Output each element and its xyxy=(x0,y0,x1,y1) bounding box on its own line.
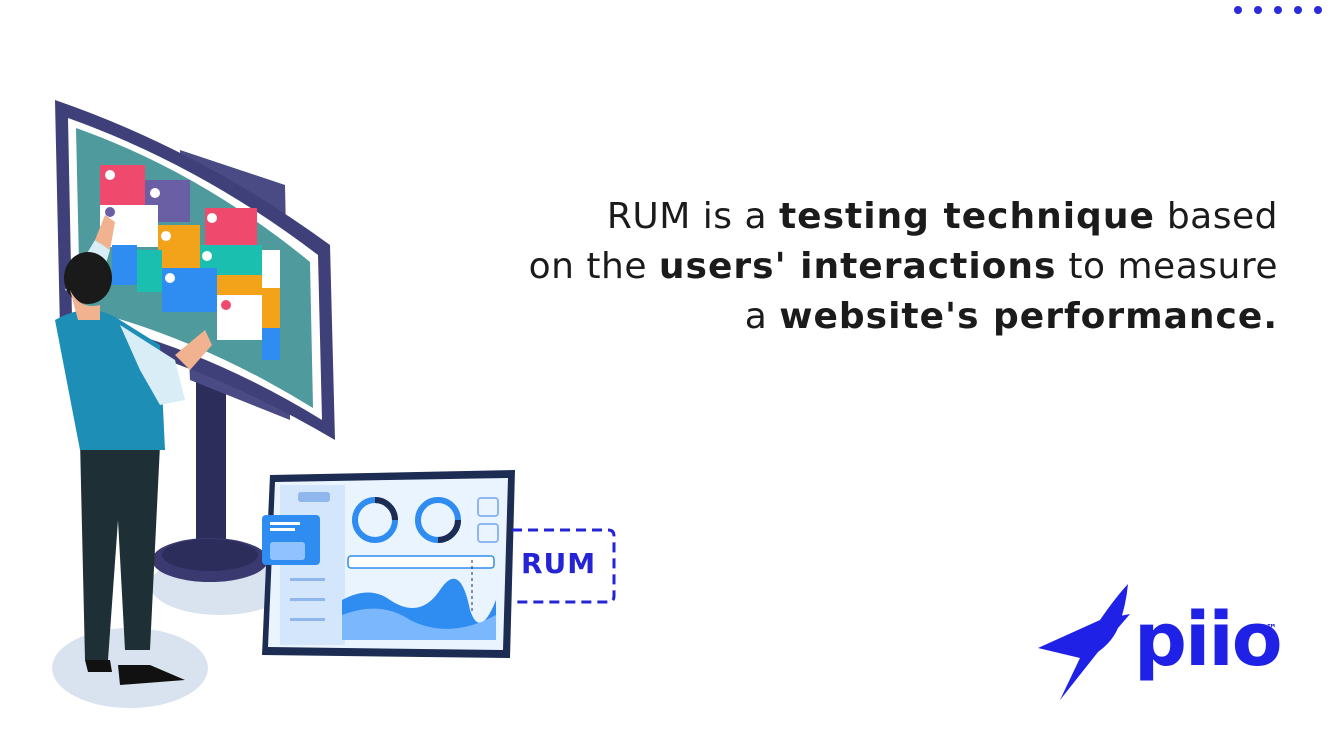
rum-illustration xyxy=(52,100,616,708)
headline: RUM is a testing technique based on the … xyxy=(378,192,1278,342)
tablet-dashboard xyxy=(262,470,515,658)
trademark-symbol: ™ xyxy=(1266,622,1277,635)
page-dots-icon xyxy=(1234,6,1322,14)
headline-line-1: RUM is a testing technique based xyxy=(606,196,1278,237)
headline-line-2: on the users' interactions to measure xyxy=(528,246,1278,287)
rum-callout-border xyxy=(512,528,616,604)
rum-badge: RUM xyxy=(521,547,597,580)
piio-bird-logo-icon xyxy=(1038,584,1130,700)
piio-logo-text: piio xyxy=(1134,597,1283,683)
screen-tiles xyxy=(100,165,280,360)
person-figure xyxy=(55,215,212,685)
headline-line-3: a website's performance. xyxy=(744,296,1278,337)
